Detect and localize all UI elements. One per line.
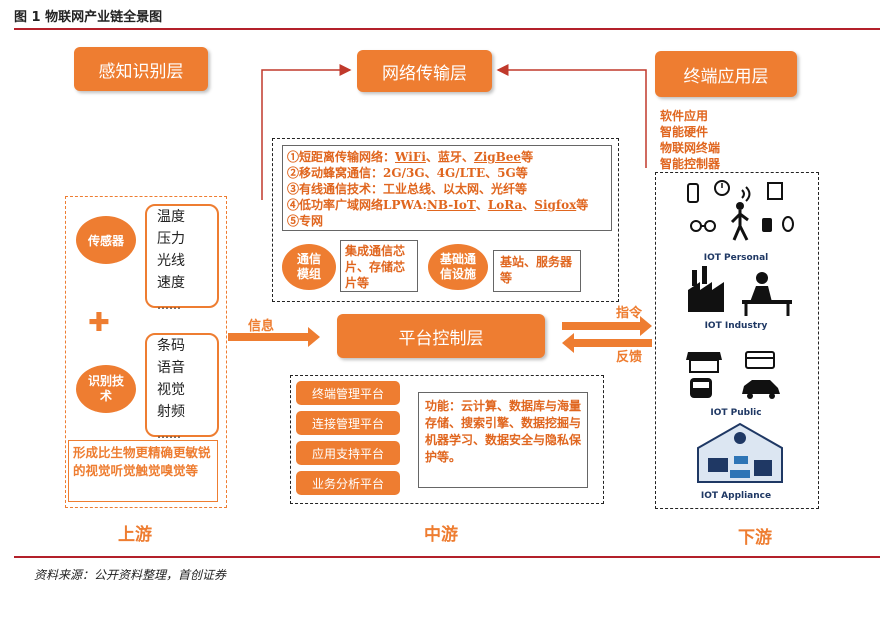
perception-layer-box: 感知识别层 — [74, 47, 208, 91]
platform-item-application: 应用支持平台 — [296, 441, 400, 465]
iot-public-icons — [686, 351, 780, 399]
recognition-item: 射频 — [157, 404, 185, 420]
comm-module-oval: 通信模组 — [282, 244, 336, 290]
iot-personal-label: IOT Personal — [703, 253, 769, 263]
plus-icon: ✚ — [88, 308, 110, 338]
network-item-2: ②移动蜂窝通信：2G/3G、4G/LTE、5G等 — [287, 166, 528, 180]
terminal-list-item: 智能控制器 — [660, 157, 721, 171]
info-label: 信息 — [248, 319, 275, 334]
top-rule — [14, 28, 880, 30]
train-icon — [690, 378, 712, 398]
figure-title: 图 1 物联网产业链全景图 — [14, 10, 163, 25]
feedback-label: 反馈 — [616, 350, 643, 365]
terminal-list-item: 智能硬件 — [660, 125, 709, 139]
recognition-item: …… — [157, 427, 181, 441]
recognition-item: 视觉 — [157, 382, 185, 398]
recognition-item: 语音 — [157, 360, 185, 376]
terminal-container — [655, 172, 819, 509]
iot-industry-icons — [688, 266, 792, 316]
midstream-stage-label: 中游 — [424, 525, 458, 545]
signal-icon — [741, 186, 751, 202]
shop-icon — [686, 352, 722, 373]
network-layer-box: 网络传输层 — [357, 50, 492, 92]
sensor-items-bracket: 温度 压力 光线 速度 …… — [145, 204, 219, 312]
network-tech-list: ①短距离传输网络：WiFi、蓝牙、ZigBee等 ②移动蜂窝通信：2G/3G、4… — [282, 145, 612, 231]
iot-industry-label: IOT Industry — [704, 321, 768, 331]
network-item-5: ⑤专网 — [287, 214, 324, 228]
terminal-list-item: 物联网终端 — [660, 141, 721, 155]
smartwatch-icon — [762, 218, 772, 232]
platform-container — [290, 375, 604, 504]
sensor-item: 温度 — [157, 209, 185, 225]
walking-person-icon — [730, 202, 749, 241]
sensor-item: 压力 — [157, 231, 185, 247]
factory-icon — [688, 266, 724, 312]
upstream-summary: 形成比生物更精确更敏锐的视觉听觉触觉嗅觉等 — [68, 440, 218, 502]
tablet-icon — [767, 182, 783, 200]
platform-item-terminal: 终端管理平台 — [296, 381, 400, 405]
platform-item-connection: 连接管理平台 — [296, 411, 400, 435]
iot-personal-icons — [687, 180, 794, 241]
platform-layer-box: 平台控制层 — [337, 314, 545, 358]
iot-appliance-label: IOT Appliance — [700, 491, 772, 501]
fitness-band-icon — [782, 216, 794, 232]
glasses-icon — [690, 220, 716, 232]
bottom-rule — [14, 556, 880, 558]
terminal-layer-box: 终端应用层 — [655, 51, 797, 97]
command-label: 指令 — [616, 306, 643, 321]
comm-module-desc: 集成通信芯片、存储芯片等 — [340, 240, 418, 292]
upstream-container — [65, 196, 227, 508]
phone-icon — [687, 183, 699, 203]
downstream-stage-label: 下游 — [738, 528, 772, 548]
source-note: 资料来源：公开资料整理，首创证券 — [34, 568, 227, 582]
network-item-4: ④低功率广域网络LPWA:NB-IoT、LoRa、Sigfox等 — [287, 198, 589, 212]
worker-at-desk-icon — [742, 272, 792, 316]
iot-public-label: IOT Public — [710, 408, 762, 418]
terminal-list-item: 软件应用 — [660, 109, 709, 123]
infra-oval: 基础通信设施 — [428, 244, 488, 290]
right-uplink-line — [496, 64, 647, 168]
sensor-oval: 传感器 — [76, 216, 136, 264]
recognition-items-bracket: 条码 语音 视觉 射频 …… — [145, 333, 219, 441]
network-container — [272, 138, 619, 302]
terminal-list: 软件应用 智能硬件 物联网终端 智能控制器 — [660, 108, 720, 172]
left-uplink-line — [261, 64, 352, 200]
sensor-item: 光线 — [157, 253, 185, 269]
sensor-item: 速度 — [157, 275, 185, 291]
car-icon — [742, 380, 780, 399]
smart-home-icon — [697, 422, 783, 483]
recognition-item: 条码 — [157, 338, 185, 354]
network-item-3: ③有线通信技术：工业总线、以太网、光纤等 — [287, 182, 528, 196]
platform-functions: 功能：云计算、数据库与海量存储、搜索引擎、数据挖掘与机器学习、数据安全与隐私保护… — [418, 392, 588, 488]
watch-icon — [714, 180, 730, 196]
info-arrow — [228, 327, 320, 347]
sensor-item: …… — [157, 298, 181, 312]
platform-item-analysis: 业务分析平台 — [296, 471, 400, 495]
card-icon — [745, 351, 775, 369]
feedback-arrow — [562, 333, 652, 353]
iot-appliance-icons — [697, 422, 783, 483]
upstream-stage-label: 上游 — [118, 525, 152, 545]
recognition-oval: 识别技术 — [76, 365, 136, 413]
network-item-1: ①短距离传输网络：WiFi、蓝牙、ZigBee等 — [287, 150, 534, 164]
infra-desc: 基站、服务器等 — [493, 250, 581, 292]
command-arrow — [562, 316, 652, 336]
